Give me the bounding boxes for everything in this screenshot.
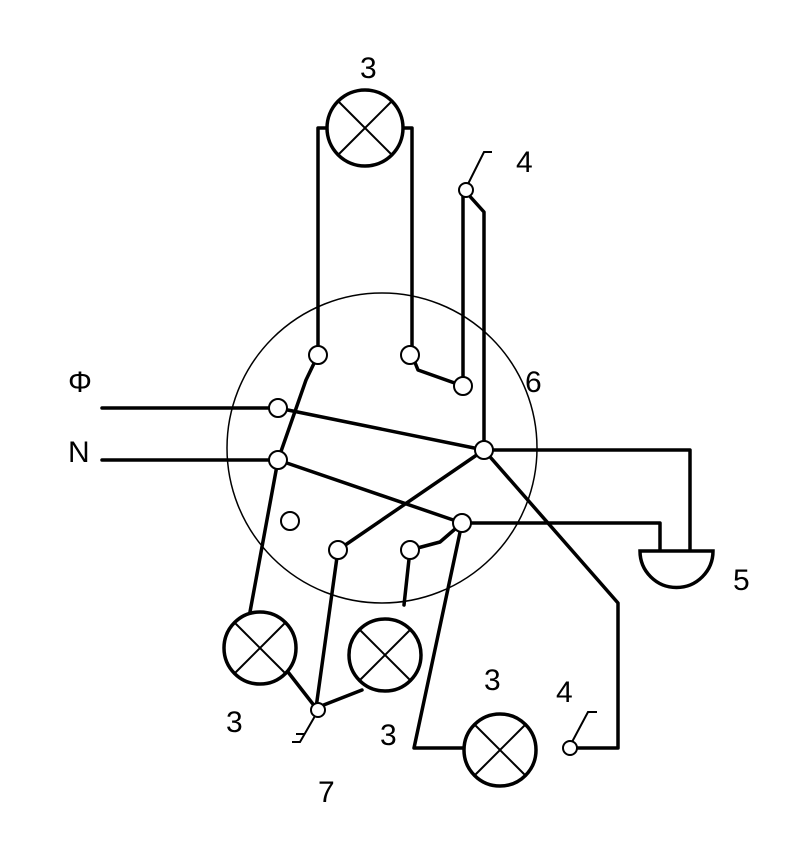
terminal (268, 398, 288, 418)
wire-top-lamp-left (316, 126, 329, 357)
label-switch-bottom: 4 (556, 676, 573, 709)
switch-bottom (562, 711, 597, 756)
terminal (400, 540, 420, 560)
terminal (453, 376, 473, 396)
label-switch-top: 4 (516, 146, 533, 179)
wires (100, 126, 692, 750)
wire-top-lamp-right (401, 126, 414, 357)
terminal (280, 511, 300, 531)
lamp-middle (347, 617, 423, 693)
label-lamp-top: 3 (360, 52, 377, 85)
terminal (400, 345, 420, 365)
label-lamp-middle: 3 (380, 719, 397, 752)
switch-double (292, 702, 326, 743)
label-lamp-left: 3 (226, 706, 243, 739)
wire-hub-lower-left (336, 448, 486, 552)
wire-lower-socket (460, 521, 662, 552)
terminal (268, 450, 288, 470)
wire-right-lamp (412, 521, 466, 750)
label-junction-box: 6 (525, 366, 542, 399)
terminal (328, 540, 348, 560)
label-socket: 5 (733, 564, 750, 597)
label-switch-double: 7 (318, 776, 335, 809)
wire-phase-hub (276, 406, 486, 452)
switch-top (458, 151, 492, 198)
label-phase: Φ (68, 366, 92, 399)
wire-top-switch-b (464, 190, 486, 452)
lamp-top (325, 88, 405, 168)
junction-box (226, 292, 538, 604)
wire-left-lamp-switch (286, 670, 318, 710)
lamp-left (222, 610, 298, 686)
wire-left-to-switch (314, 548, 340, 710)
wire-left-lamp-neutral (248, 458, 280, 614)
wire-hub-right (482, 448, 620, 750)
wire-neutral-cross (276, 458, 464, 525)
wire-hub-socket (482, 448, 692, 552)
label-lamp-right: 3 (484, 664, 501, 697)
lamp-right (462, 712, 538, 788)
terminals (268, 345, 494, 560)
terminal (452, 513, 472, 533)
socket-symbol (638, 549, 715, 590)
label-neutral: N (68, 436, 90, 469)
terminal (474, 440, 494, 460)
terminal (308, 345, 328, 365)
